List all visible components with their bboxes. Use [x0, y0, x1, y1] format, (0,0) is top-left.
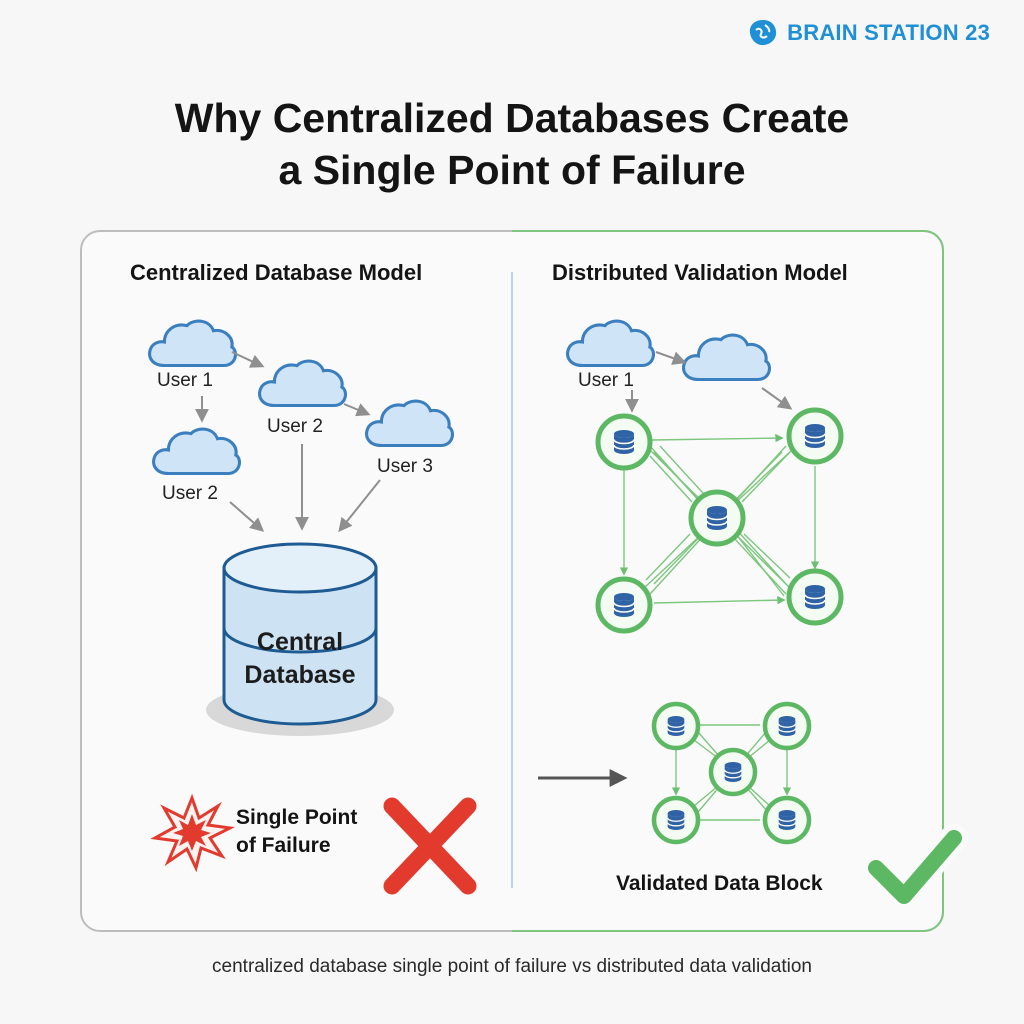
validated-block-label: Validated Data Block	[616, 872, 823, 895]
block-node-center	[708, 747, 758, 797]
user-label-2-top: User 2	[267, 416, 323, 437]
right-user-label-1: User 1	[578, 370, 634, 391]
network-node-top-left	[595, 413, 653, 471]
network-node-bottom-right	[786, 568, 844, 626]
cloud-icon-right-user-1	[566, 319, 656, 368]
title-line-2: a Single Point of Failure	[278, 147, 746, 193]
db-label-line-1: Central	[256, 628, 344, 656]
user-label-1: User 1	[157, 370, 213, 391]
single-point-of-failure-label: Single Point of Failure	[236, 804, 357, 860]
check-icon	[868, 830, 962, 904]
spof-line-2: of Failure	[236, 834, 331, 857]
figure-caption: centralized database single point of fai…	[212, 956, 812, 977]
arrow-user2b-db	[229, 501, 265, 532]
centralized-heading: Centralized Database Model	[130, 260, 423, 285]
arrow-user2-user3	[343, 403, 371, 417]
network-node-center	[688, 489, 746, 547]
user-label-2-bottom: User 2	[162, 483, 218, 504]
distributed-panel-frame	[512, 230, 944, 932]
cloud-icon-user-3	[365, 399, 455, 448]
title-line-1: Why Centralized Databases Create	[174, 95, 850, 141]
central-database-icon	[222, 542, 378, 726]
cloud-icon-user-2-top	[258, 359, 348, 408]
arrow-right-cloud-node	[761, 387, 793, 410]
arrow-user3-db	[338, 479, 381, 533]
brand-logo: BRAIN STATION 23	[747, 18, 990, 48]
red-x-icon	[383, 797, 477, 895]
brand-name: BRAIN STATION 23	[787, 20, 990, 45]
central-database-label: Central Database	[210, 626, 390, 692]
block-node-top-right	[762, 701, 812, 751]
user-label-3: User 3	[377, 456, 433, 477]
db-label-line-2: Database	[244, 661, 356, 689]
arrow-user1-user2	[231, 351, 265, 368]
block-node-bottom-right	[762, 795, 812, 845]
block-node-bottom-left	[651, 795, 701, 845]
cloud-icon-user-2-bottom	[152, 427, 242, 476]
block-node-top-left	[651, 701, 701, 751]
network-node-bottom-left	[595, 576, 653, 634]
spof-line-1: Single Point	[236, 806, 358, 829]
brain-icon	[750, 20, 777, 46]
network-node-top-right	[786, 407, 844, 465]
arrow-right-clouds	[655, 351, 687, 365]
explosion-icon	[150, 793, 236, 873]
distributed-heading: Distributed Validation Model	[552, 260, 848, 285]
page-title: Why Centralized Databases Create a Singl…	[0, 92, 1024, 196]
panel-divider	[511, 272, 513, 888]
cloud-icon-right-2	[682, 333, 772, 382]
cloud-icon-user-1	[148, 319, 238, 368]
